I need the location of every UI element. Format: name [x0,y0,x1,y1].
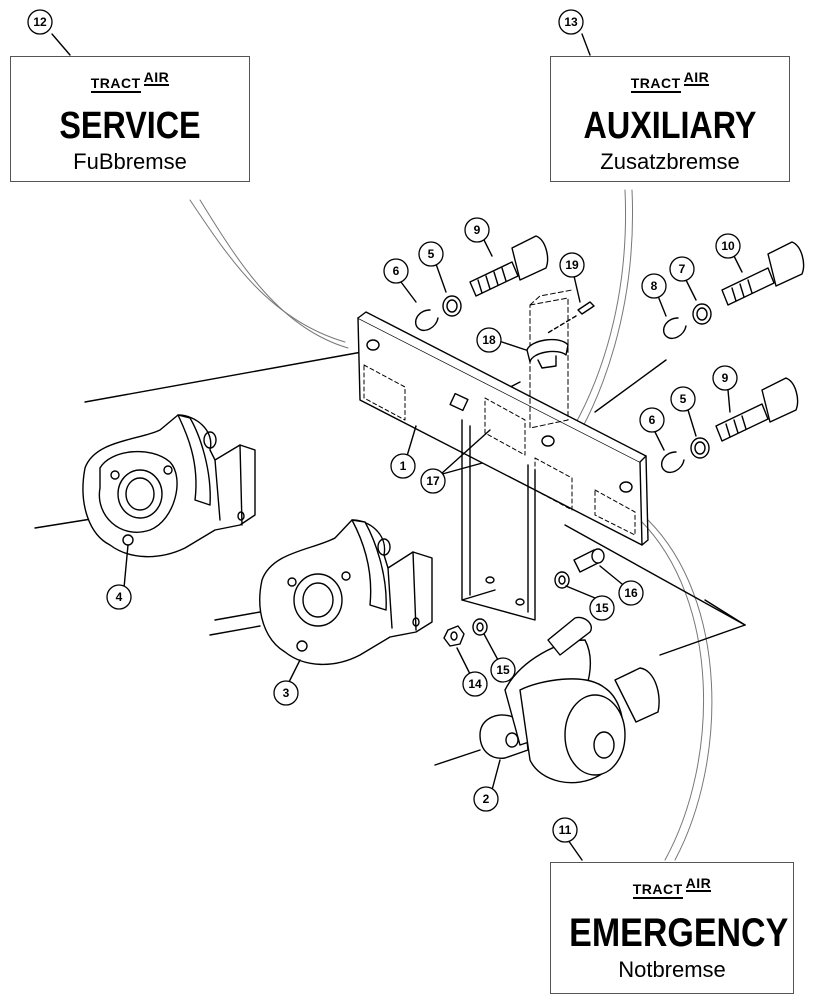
svg-text:13: 13 [564,15,578,29]
clip-18 [526,338,569,369]
callout-19: 19 [559,252,585,278]
bolt-9-top [469,235,549,297]
svg-text:18: 18 [482,333,496,347]
nut-14 [443,625,465,647]
callout-8: 8 [641,273,667,299]
svg-text:15: 15 [496,663,510,677]
decal-title: AUXILIARY [583,105,757,147]
logo-tract: TRACT [90,71,141,93]
svg-text:17: 17 [426,474,440,488]
decal-title: SERVICE [59,105,201,147]
mounting-plate [357,311,649,621]
svg-text:12: 12 [33,15,47,29]
washer-5-top [442,295,462,317]
svg-text:9: 9 [474,223,481,237]
callout-4: 4 [106,584,132,610]
snap-ring-6-lower [660,451,685,474]
svg-text:19: 19 [565,258,579,272]
washer-15-upper [554,571,570,589]
callout-15-lower: 15 [490,657,516,683]
washer-5-lower [690,437,710,459]
svg-text:5: 5 [428,247,435,261]
callout-2: 2 [473,786,499,812]
coupling-3 [259,519,433,666]
callout-13: 13 [558,9,584,35]
callout-3: 3 [273,680,299,706]
screw-19 [545,301,595,335]
decal-12-leader [189,199,346,343]
callout-15-upper: 15 [589,595,615,621]
svg-text:5: 5 [680,392,687,406]
callout-7: 7 [669,256,695,282]
decal-subtitle: Zusatzbremse [600,149,740,174]
snap-ring-8 [662,317,687,340]
callout-17: 17 [420,468,446,494]
callout-1: 1 [390,453,416,479]
callout-16: 16 [618,580,644,606]
logo-air: AIR [143,69,170,86]
svg-text:1: 1 [400,459,407,473]
callout-14: 14 [462,671,488,697]
svg-text:11: 11 [559,823,572,837]
logo-air: AIR [683,69,710,86]
svg-text:8: 8 [651,279,658,293]
svg-text:16: 16 [624,586,638,600]
callout-9-top: 9 [464,217,490,243]
callout-9-lower: 9 [712,365,738,391]
svg-text:15: 15 [595,601,609,615]
svg-text:4: 4 [116,590,123,604]
callout-12: 12 [27,9,53,35]
decal-subtitle: FuBbremse [73,149,187,174]
snap-ring-6-top [414,309,439,332]
svg-text:9: 9 [722,371,729,385]
callout-5-lower: 5 [670,386,696,412]
svg-text:14: 14 [468,677,482,691]
svg-text:10: 10 [721,239,735,253]
logo-tract: TRACT [630,71,681,93]
washer-15-lower [472,618,488,636]
callout-10: 10 [715,233,741,259]
bolt-9-lower [715,377,799,442]
svg-text:6: 6 [393,264,400,278]
callout-18: 18 [476,327,502,353]
decal-subtitle: Notbremse [618,957,726,982]
coupling-4 [82,414,256,558]
svg-text:3: 3 [283,686,290,700]
logo-tract: TRACT [632,877,683,899]
callout-5-top: 5 [418,241,444,267]
decal-11-leader [639,519,705,861]
callout-6-lower: 6 [639,407,665,433]
callout-11: 11 [552,817,578,843]
svg-text:7: 7 [679,262,686,276]
svg-text:2: 2 [483,792,490,806]
decal-title: EMERGENCY [569,911,789,955]
bolt-16 [573,548,605,573]
logo-air: AIR [685,875,712,892]
callout-6-top: 6 [383,258,409,284]
bolt-10 [721,241,805,306]
svg-text:6: 6 [649,413,656,427]
washer-7 [692,303,712,325]
valve-2 [479,616,660,784]
